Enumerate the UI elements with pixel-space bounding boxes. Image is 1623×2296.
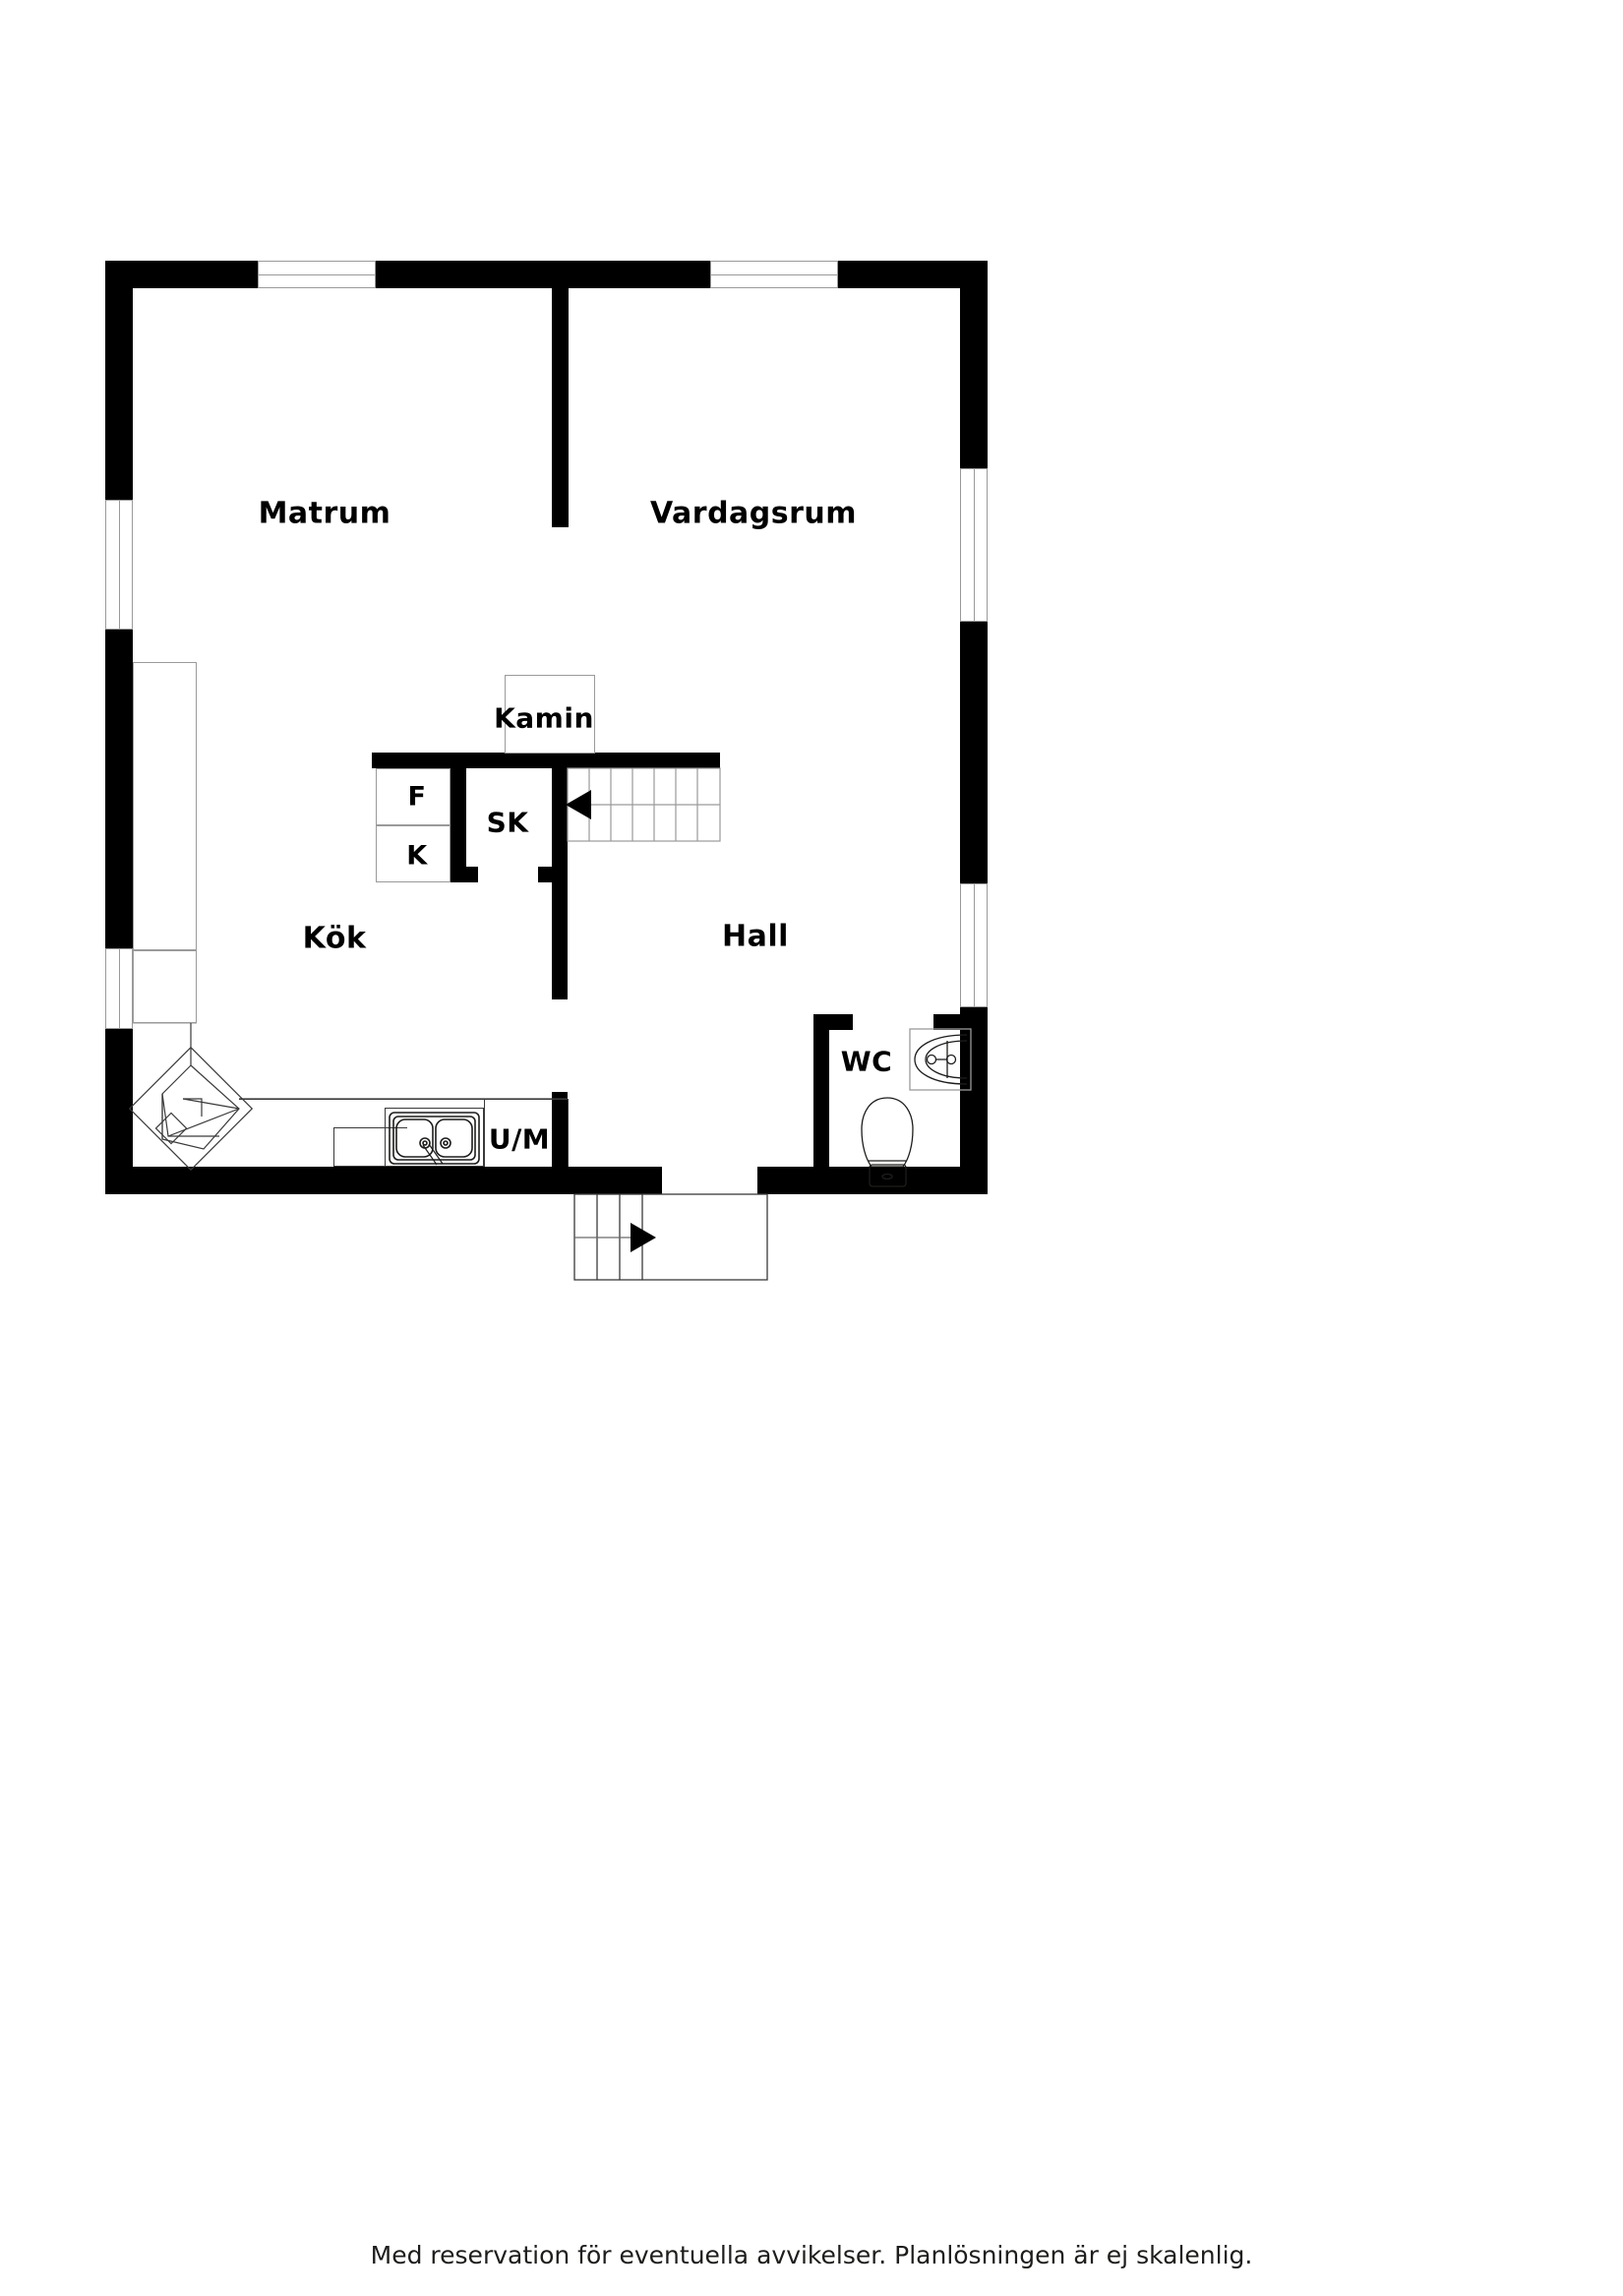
wall-left-segment-3 xyxy=(105,1029,133,1186)
wall-wc-vertical xyxy=(813,1014,829,1167)
wall-right-segment-1 xyxy=(960,261,988,468)
kitchen-corner-cabinet xyxy=(128,1046,254,1172)
kitchen-counter-right-edge xyxy=(568,1099,569,1167)
wall-right-segment-2 xyxy=(960,622,988,883)
interior-staircase xyxy=(567,767,721,842)
entry-stair-direction-arrow xyxy=(631,1223,656,1252)
window-top-left-mullion xyxy=(258,274,376,275)
fixture-label-f: F xyxy=(407,781,427,813)
window-left-upper-mullion xyxy=(119,500,120,630)
window-top-right-mullion xyxy=(710,274,838,275)
wall-wc-horizontal-right xyxy=(933,1014,988,1030)
room-label-hall: Hall xyxy=(722,919,789,954)
kitchen-sink-unit xyxy=(385,1108,484,1167)
dishwasher-divider xyxy=(484,1099,485,1167)
wall-interior-kok-hall-nub xyxy=(538,867,552,882)
entry-staircase xyxy=(573,1193,768,1281)
room-label-vardagsrum: Vardagsrum xyxy=(649,496,858,531)
wall-interior-kok-hall xyxy=(552,867,568,999)
window-right-lower-mullion xyxy=(974,883,975,1007)
room-label-wc: WC xyxy=(840,1045,893,1078)
wall-interior-sk-left xyxy=(451,768,466,882)
kitchen-tall-cabinet xyxy=(133,662,197,950)
wall-left-segment-2 xyxy=(105,630,133,948)
kitchen-base-cabinet xyxy=(333,1127,407,1167)
wall-right-segment-3 xyxy=(960,1007,988,1186)
fixture-label-k: K xyxy=(406,840,428,872)
interior-stair-direction-arrow xyxy=(566,790,591,819)
wall-wc-horizontal-left xyxy=(813,1014,853,1030)
wall-bottom-segment-2 xyxy=(757,1167,988,1194)
fridge-box-f xyxy=(376,768,451,825)
wall-interior-matrum-vardagsrum xyxy=(552,288,569,527)
room-label-matrum: Matrum xyxy=(258,496,391,531)
window-left-lower-mullion xyxy=(119,948,120,1029)
kitchen-lower-cabinet xyxy=(133,950,197,1023)
kamin-box xyxy=(505,675,595,754)
wall-interior-upper-horizontal xyxy=(372,753,720,768)
fixture-label-sk: SK xyxy=(486,806,529,839)
fixture-label-um: U/M xyxy=(488,1122,551,1156)
freezer-box-k xyxy=(376,825,451,882)
room-label-kok: Kök xyxy=(302,921,367,956)
window-right-upper-mullion xyxy=(974,468,975,622)
wall-interior-sk-left-foot xyxy=(451,867,478,882)
disclaimer-caption: Med reservation för eventuella avvikelse… xyxy=(370,2241,1253,2269)
wall-top-segment-2 xyxy=(376,261,710,288)
wall-interior-kok-hall-lower xyxy=(552,1092,568,1167)
fixture-label-kamin: Kamin xyxy=(494,701,594,735)
wall-left-segment-1 xyxy=(105,261,133,500)
kitchen-counter-edge xyxy=(239,1099,568,1100)
wall-bottom-segment-1 xyxy=(105,1167,662,1194)
